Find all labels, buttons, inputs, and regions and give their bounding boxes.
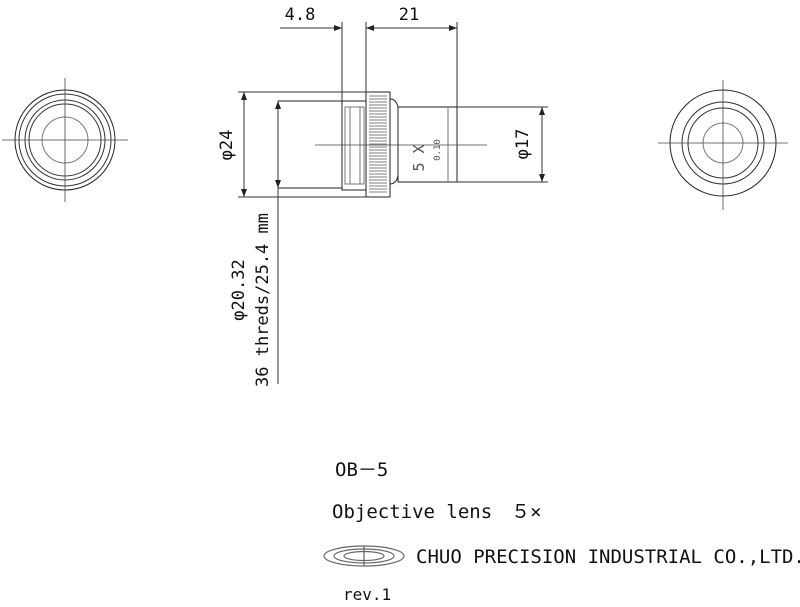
top-dimensions: 4.8 21	[280, 5, 458, 107]
company-logo-icon	[323, 545, 405, 567]
title-block: OB－5 Objective lens ５× CHUO PRECISION IN…	[323, 459, 800, 604]
product-description: Objective lens ５×	[332, 501, 542, 523]
revision-label: rev.1	[343, 585, 391, 604]
thread-dimension: φ20.32 36 threds/25.4 mm	[229, 101, 281, 387]
side-view: 5 X 0.10	[277, 91, 487, 198]
thread-spec-label: 36 threds/25.4 mm	[253, 213, 273, 387]
model-number: OB－5	[335, 459, 388, 481]
barrel-length-dimension: 21	[399, 5, 419, 25]
barrel-diameter-dimension: φ17	[457, 106, 548, 183]
left-end-view	[2, 78, 128, 202]
knurling-pattern	[369, 95, 387, 193]
lens-aperture-mark: 0.10	[433, 139, 443, 161]
barrel-diameter-label: φ17	[513, 129, 533, 160]
company-name: CHUO PRECISION INDUSTRIAL CO.,LTD.	[416, 546, 800, 568]
thread-diameter-label: φ20.32	[229, 259, 249, 320]
flange-width-dimension: 4.8	[285, 5, 316, 25]
outer-diameter-label: φ24	[217, 130, 237, 161]
right-end-view	[658, 80, 788, 210]
lens-magnification-mark: 5 X	[410, 144, 428, 171]
outer-diameter-dimension: φ24	[217, 91, 366, 198]
